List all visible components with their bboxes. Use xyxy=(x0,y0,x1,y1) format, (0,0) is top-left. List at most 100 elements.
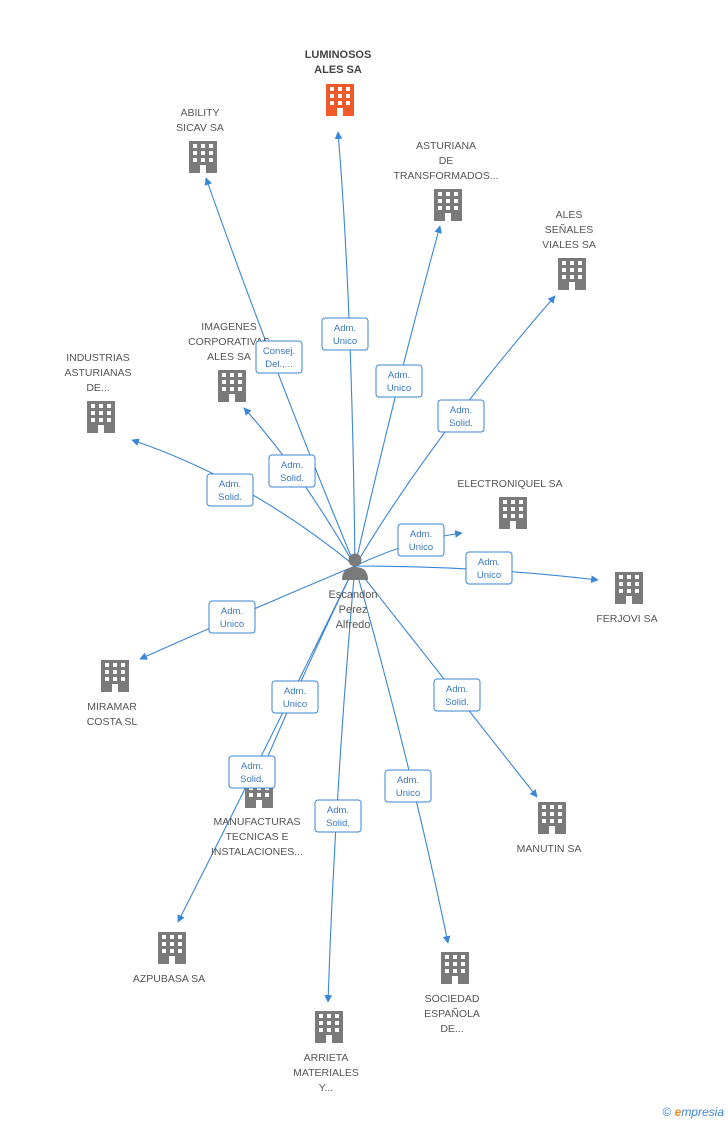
building-icon xyxy=(558,258,586,290)
edge-label-asturiana[interactable]: Adm. Unico xyxy=(375,364,423,398)
node-label-line: MANUTIN SA xyxy=(517,843,582,855)
building-icon xyxy=(315,1011,343,1043)
node-label-line: ARRIETA xyxy=(304,1052,349,1064)
edge-label-box xyxy=(375,364,423,398)
node-sociedad[interactable]: SOCIEDADESPAÑOLADE... xyxy=(424,952,480,1035)
edge-label-line: Adm. xyxy=(221,606,243,617)
edge-label-line: Unico xyxy=(387,383,411,394)
edge-label-line: Solid. xyxy=(218,492,242,503)
edge-label-line: Adm. xyxy=(281,460,303,471)
edge-label-manufacturas[interactable]: Adm. Unico xyxy=(271,680,319,714)
person-icon-head xyxy=(348,553,362,567)
node-label-line: VIALES SA xyxy=(542,239,596,251)
edge-label-luminosos[interactable]: Adm.Unico xyxy=(321,317,369,351)
edge-label-line: Unico xyxy=(396,788,420,799)
building-icon xyxy=(538,802,566,834)
node-label-line: LUMINOSOS xyxy=(305,49,372,61)
edge-label-line: Adm. xyxy=(334,323,356,334)
edge-label-box xyxy=(321,317,369,351)
edge-label-line: Unico xyxy=(477,570,501,581)
node-label-line: SICAV SA xyxy=(176,122,224,134)
node-azpubasa[interactable]: AZPUBASA SA xyxy=(133,932,205,985)
node-luminosos[interactable]: LUMINOSOS ALES SA xyxy=(305,49,372,116)
node-label-line: TECNICAS E xyxy=(225,831,288,843)
building-icon xyxy=(101,660,129,692)
brand-footer: © empresia xyxy=(662,1105,724,1119)
edge-label-box xyxy=(206,473,254,507)
node-arrieta[interactable]: ARRIETAMATERIALESY... xyxy=(293,1011,359,1094)
copyright-symbol: © xyxy=(662,1105,672,1119)
edge-label-manutin[interactable]: Adm.Solid. xyxy=(433,678,481,712)
edge-label-industrias[interactable]: Adm.Solid. xyxy=(206,473,254,507)
node-label-line: MANUFACTURAS xyxy=(214,816,301,828)
edge-label-box xyxy=(314,799,362,833)
edge-label-line: Adm. xyxy=(388,370,410,381)
edge-label-line: Unico xyxy=(220,619,244,630)
edge-label-box xyxy=(255,340,303,374)
building-icon xyxy=(434,189,462,221)
person-icon xyxy=(342,567,368,580)
edge-label-line: Unico xyxy=(283,699,307,710)
center-label-line: Perez xyxy=(339,604,368,616)
edge-label-line: Adm. xyxy=(478,557,500,568)
edge-label-line: Adm. xyxy=(241,761,263,772)
edge-label-electroniquel[interactable]: Adm.Unico xyxy=(397,523,445,557)
node-label-line: COSTA SL xyxy=(87,716,138,728)
edge-label-azpubasa[interactable]: Adm.Solid. xyxy=(228,755,276,789)
building-icon xyxy=(87,401,115,433)
edge-label-line: Consej. xyxy=(263,346,295,357)
edge-label-arrieta[interactable]: Adm. Solid. xyxy=(314,799,362,833)
node-asturiana[interactable]: ASTURIANADETRANSFORMADOS... xyxy=(393,140,499,221)
node-label-line: ESPAÑOLA xyxy=(424,1007,480,1020)
node-electroniquel[interactable]: ELECTRONIQUEL SA xyxy=(457,478,563,529)
edge-label-line: Adm. xyxy=(284,686,306,697)
building-icon xyxy=(441,952,469,984)
edge-label-box xyxy=(271,680,319,714)
building-icon xyxy=(499,497,527,529)
node-label-line: ALES xyxy=(556,209,583,221)
node-manutin[interactable]: MANUTIN SA xyxy=(517,802,582,855)
edge-ales xyxy=(354,295,556,567)
node-label-line: AZPUBASA SA xyxy=(133,973,205,985)
edge-labels-layer: Adm.UnicoConsej.Del.,...Adm.UnicoAdm.Sol… xyxy=(206,317,513,833)
node-label-line: MIRAMAR xyxy=(87,701,137,713)
edge-label-line: Solid. xyxy=(326,818,350,829)
edge-label-line: Del.,... xyxy=(265,359,292,370)
edge-label-ability[interactable]: Consej. Del.,... xyxy=(255,340,303,374)
edge-azpubasa xyxy=(177,565,356,923)
node-industrias[interactable]: INDUSTRIASASTURIANASDE... xyxy=(64,352,132,433)
edge-label-imagenes[interactable]: Adm. Solid. xyxy=(268,454,316,488)
node-label-line: DE... xyxy=(86,382,109,394)
edge-label-box xyxy=(437,399,485,433)
edge-label-line: Adm. xyxy=(397,775,419,786)
edge-label-box xyxy=(465,551,513,585)
edge-label-line: Adm. xyxy=(410,529,432,540)
edge-label-ferjovi[interactable]: Adm. Unico xyxy=(465,551,513,585)
edge-label-box xyxy=(268,454,316,488)
edge-sociedad xyxy=(354,565,451,944)
node-ales[interactable]: ALES SEÑALES VIALES SA xyxy=(542,209,596,290)
node-label-line: TRANSFORMADOS... xyxy=(393,170,498,182)
building-icon xyxy=(326,84,354,116)
edge-label-miramar[interactable]: Adm. Unico xyxy=(208,600,256,634)
edge-label-box xyxy=(433,678,481,712)
edge-label-box xyxy=(208,600,256,634)
node-label-line: ALES SA xyxy=(314,64,362,76)
node-miramar[interactable]: MIRAMAR COSTA SL xyxy=(87,660,138,728)
edge-label-line: Adm. xyxy=(327,805,349,816)
edge-label-ales[interactable]: Adm.Solid. xyxy=(437,399,485,433)
edge-label-line: Adm. xyxy=(450,405,472,416)
edge-arrieta xyxy=(324,565,356,1003)
node-label-line: ASTURIANAS xyxy=(64,367,131,379)
edges-layer xyxy=(131,131,599,1003)
node-ferjovi[interactable]: FERJOVI SA xyxy=(596,572,658,625)
node-label-line: SOCIEDAD xyxy=(425,993,480,1005)
edge-label-line: Solid. xyxy=(280,473,304,484)
node-label-line: SEÑALES xyxy=(545,223,593,236)
edge-label-sociedad[interactable]: Adm. Unico xyxy=(384,769,432,803)
